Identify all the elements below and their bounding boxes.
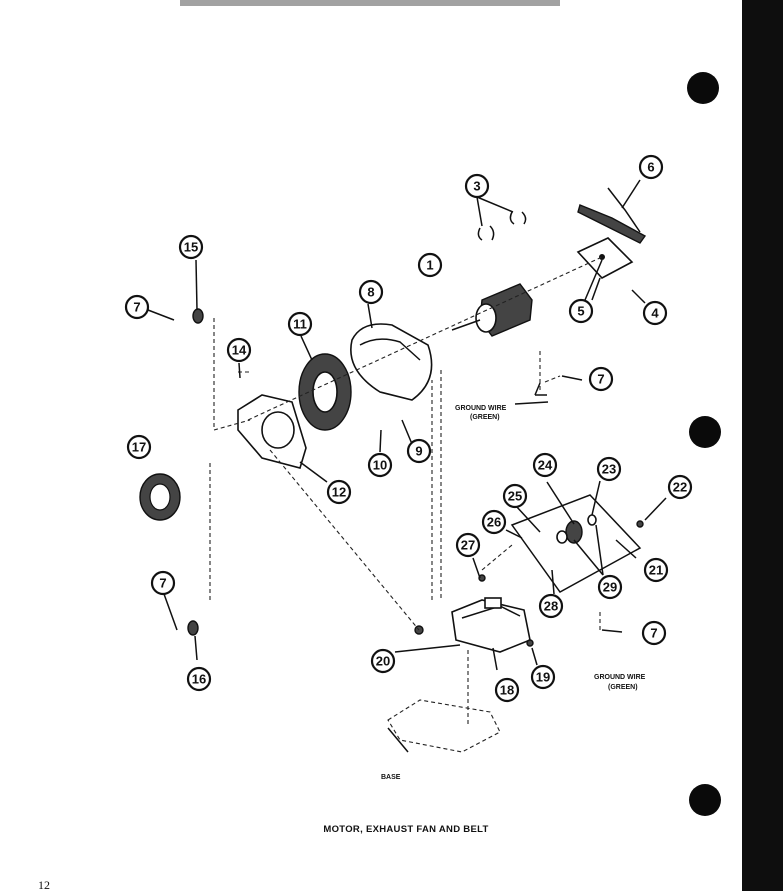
part-belt	[577, 187, 647, 244]
part-clips	[477, 211, 527, 241]
svg-text:9: 9	[415, 444, 422, 459]
svg-text:24: 24	[538, 458, 553, 473]
svg-text:7: 7	[159, 576, 166, 591]
svg-text:11: 11	[293, 317, 307, 332]
part-pulley-bottom	[187, 620, 199, 636]
svg-text:26: 26	[487, 515, 501, 530]
svg-text:7: 7	[133, 300, 140, 315]
part-pulley-top	[192, 308, 204, 324]
binder-hole-middle	[689, 416, 721, 448]
callout-28: 28	[538, 593, 564, 619]
svg-text:19: 19	[536, 670, 550, 685]
ground-wire-label-bottom: GROUND WIRE	[594, 674, 646, 681]
svg-text:23: 23	[602, 462, 616, 477]
part-base	[387, 699, 501, 753]
part-motor-mount	[451, 597, 531, 653]
part-idler-bracket	[510, 494, 642, 593]
part-motor	[451, 283, 533, 337]
callout-16: 16	[186, 666, 212, 692]
svg-text:27: 27	[461, 538, 475, 553]
svg-text:1: 1	[426, 258, 433, 273]
svg-text:5: 5	[577, 304, 584, 319]
callout-22: 22	[667, 474, 693, 500]
callout-25: 25	[502, 483, 528, 509]
callout-7-bottom-right: 7	[641, 620, 667, 646]
callout-26: 26	[481, 509, 507, 535]
part-idler-pulley	[556, 514, 597, 544]
part-screw-19	[526, 639, 534, 647]
svg-text:17: 17	[132, 440, 146, 455]
part-fan-housing	[350, 323, 433, 401]
part-blower-wheel	[298, 353, 352, 431]
svg-text:21: 21	[649, 563, 663, 578]
callout-3: 3	[464, 173, 490, 199]
callout-23: 23	[596, 456, 622, 482]
svg-text:22: 22	[673, 480, 687, 495]
ground-wire-color-top: (GREEN)	[470, 414, 500, 421]
callout-19: 19	[530, 664, 556, 690]
svg-text:7: 7	[597, 372, 604, 387]
callout-8: 8	[358, 279, 384, 305]
svg-text:3: 3	[473, 179, 480, 194]
leader-lines	[147, 179, 667, 753]
callout-21: 21	[643, 557, 669, 583]
callout-15: 15	[178, 234, 204, 260]
callout-4: 4	[642, 300, 668, 326]
callout-1: 1	[417, 252, 443, 278]
assembly-lines	[209, 256, 603, 725]
callout-7-left-bottom: 7	[150, 570, 176, 596]
ground-wire-label-top: GROUND WIRE	[455, 405, 507, 412]
svg-text:7: 7	[650, 626, 657, 641]
svg-text:25: 25	[508, 489, 522, 504]
callout-11: 11	[287, 311, 313, 337]
svg-text:28: 28	[544, 599, 558, 614]
svg-text:14: 14	[232, 343, 247, 358]
svg-text:6: 6	[647, 160, 654, 175]
part-spring	[478, 574, 486, 582]
page-number: 12	[38, 878, 50, 891]
callout-24: 24	[532, 452, 558, 478]
callout-6: 6	[638, 154, 664, 180]
svg-text:15: 15	[184, 240, 198, 255]
callout-27: 27	[455, 532, 481, 558]
svg-text:16: 16	[192, 672, 206, 687]
scan-top-edge	[180, 0, 560, 6]
svg-text:20: 20	[376, 654, 390, 669]
base-label: BASE	[381, 774, 401, 781]
part-bracket-plate	[576, 237, 634, 279]
svg-text:12: 12	[332, 485, 346, 500]
callout-7-top-left: 7	[124, 294, 150, 320]
svg-text:18: 18	[500, 683, 514, 698]
callout-20: 20	[370, 648, 396, 674]
svg-text:10: 10	[373, 458, 387, 473]
scan-edge-shadow	[742, 0, 783, 891]
ground-wire-color-bottom: (GREEN)	[608, 684, 638, 691]
callout-29: 29	[597, 574, 623, 600]
part-fan-cover	[237, 394, 307, 469]
callout-12: 12	[326, 479, 352, 505]
binder-hole-bottom	[689, 784, 721, 816]
binder-hole-top	[687, 72, 719, 104]
callout-7-top-right: 7	[588, 366, 614, 392]
callout-14: 14	[226, 337, 252, 363]
callout-9: 9	[406, 438, 432, 464]
diagram-title: MOTOR, EXHAUST FAN AND BELT	[323, 824, 488, 835]
part-drive-ring	[139, 473, 181, 521]
svg-text:4: 4	[651, 306, 659, 321]
part-screw-22	[636, 520, 644, 528]
callout-17: 17	[126, 434, 152, 460]
svg-text:8: 8	[367, 285, 374, 300]
svg-text:29: 29	[603, 580, 617, 595]
callout-18: 18	[494, 677, 520, 703]
callout-5: 5	[568, 298, 594, 324]
callout-10: 10	[367, 452, 393, 478]
